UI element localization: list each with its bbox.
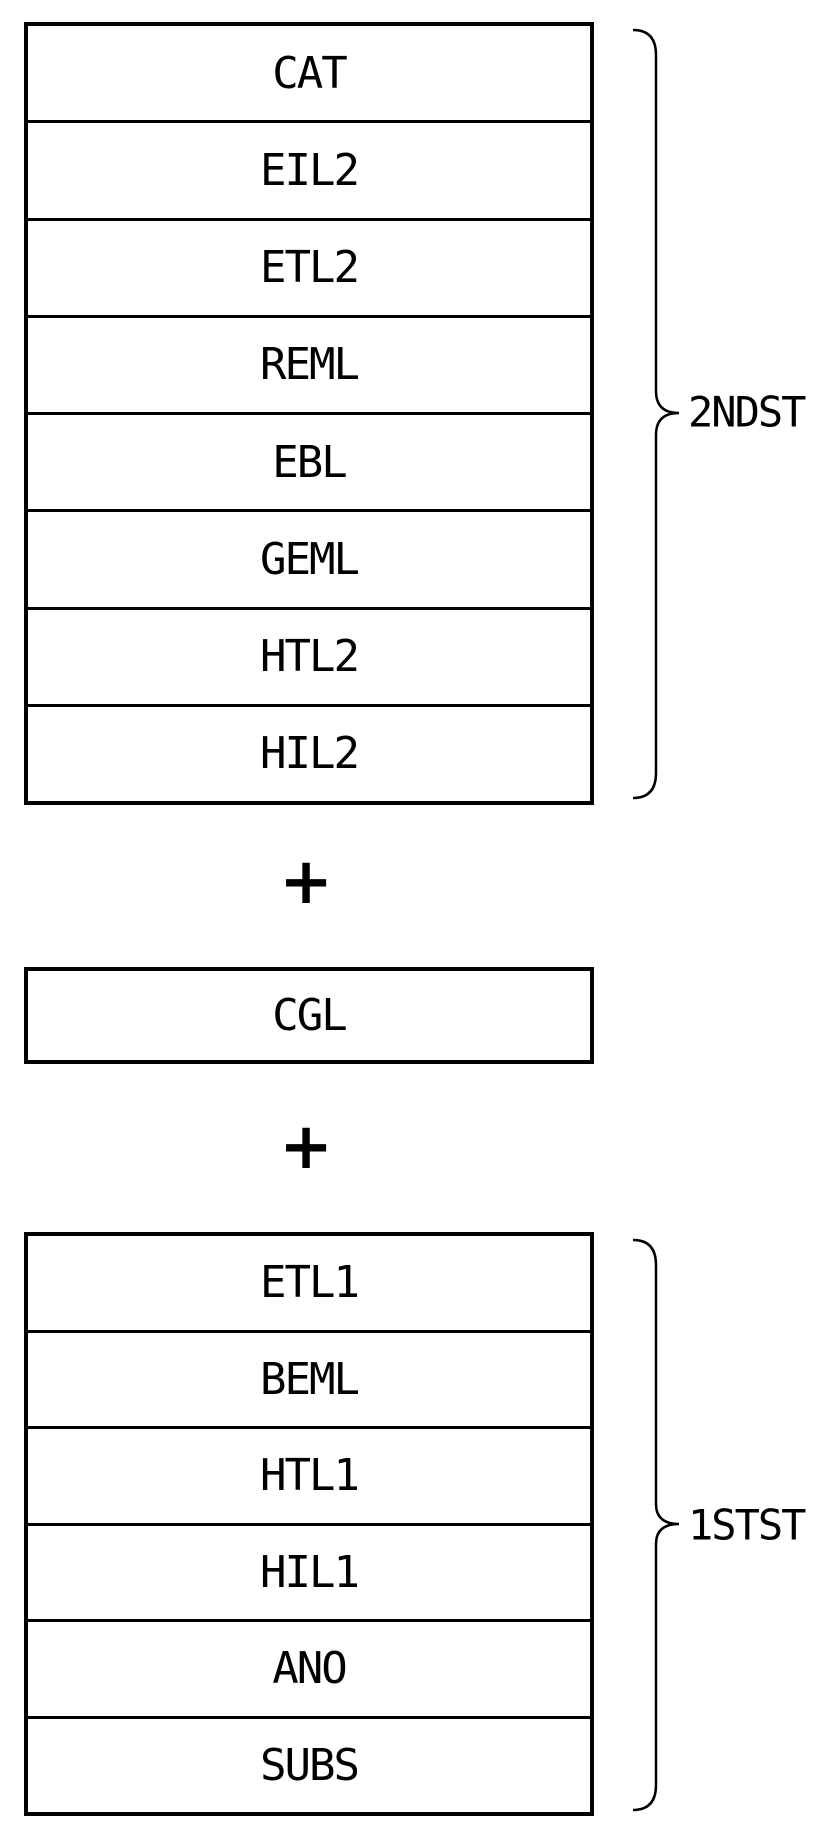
layer-ebl: EBL bbox=[28, 412, 590, 509]
layer-etl1: ETL1 bbox=[260, 1257, 360, 1309]
second-stack-label: 2NDST bbox=[688, 387, 806, 437]
layer-subs: SUBS bbox=[28, 1715, 590, 1813]
layer-cat: CAT bbox=[272, 47, 347, 99]
second-stack-brace-icon bbox=[632, 28, 680, 800]
second-stack: CAT EIL2 ETL2 REML EBL GEML HTL2 HIL2 bbox=[24, 22, 594, 805]
layer-geml: GEML bbox=[28, 509, 590, 606]
layer-etl2: ETL2 bbox=[28, 217, 590, 315]
layer-cgl: CGL bbox=[24, 967, 594, 1064]
layer-hil2: HIL2 bbox=[28, 703, 590, 801]
layer-beml: BEML bbox=[28, 1329, 590, 1427]
plus-icon-bottom: + bbox=[279, 1110, 333, 1184]
first-stack-label: 1STST bbox=[688, 1500, 806, 1550]
layer-eil2: EIL2 bbox=[28, 120, 590, 217]
layer-reml: REML bbox=[28, 314, 590, 412]
first-stack-brace-icon bbox=[632, 1238, 680, 1812]
layer-htl2: HTL2 bbox=[28, 606, 590, 704]
plus-icon-top: + bbox=[279, 845, 333, 919]
layer-hil1: HIL1 bbox=[28, 1522, 590, 1620]
layer-ano: ANO bbox=[28, 1619, 590, 1716]
first-stack: ETL1 BEML HTL1 HIL1 ANO SUBS bbox=[24, 1232, 594, 1816]
layer-htl1: HTL1 bbox=[28, 1426, 590, 1523]
